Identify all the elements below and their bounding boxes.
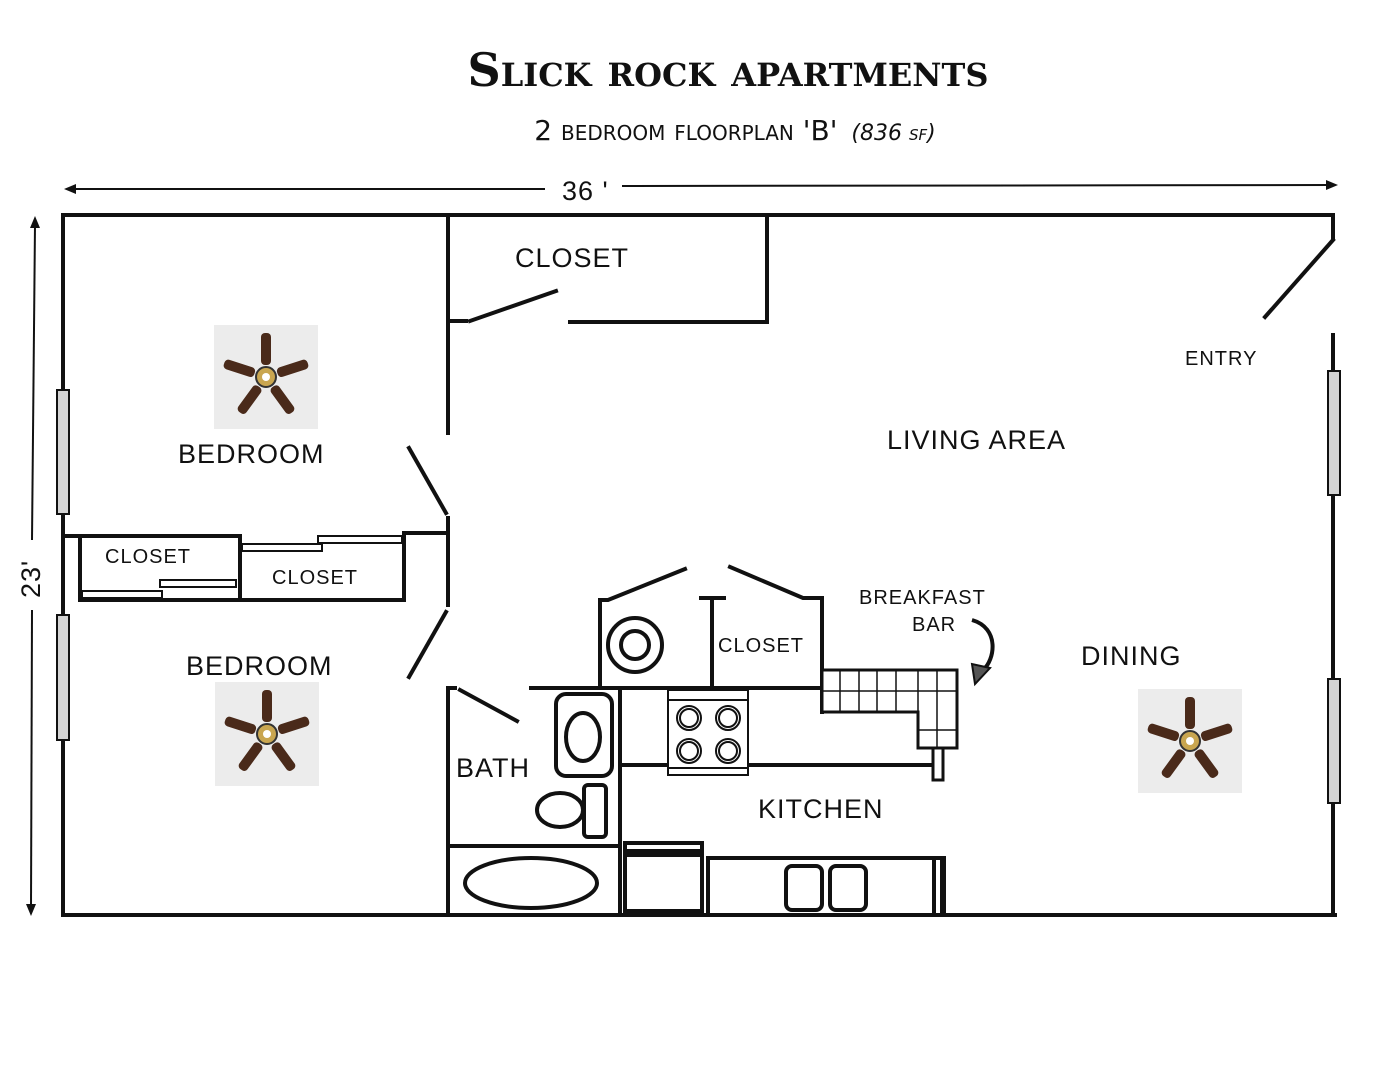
room-label-bedroom-1: BEDROOM [178, 439, 325, 469]
refrigerator-icon [623, 841, 704, 913]
mid-closet [598, 564, 824, 714]
toilet-icon [535, 791, 585, 829]
windows [56, 370, 1341, 804]
kitchen-sink-icon [784, 864, 824, 912]
water-heater-icon [606, 616, 664, 674]
width-label: 36 ' [562, 176, 609, 206]
kitchen [618, 668, 959, 917]
kitchen-counter [706, 856, 944, 917]
room-label-kitchen: KITCHEN [758, 794, 884, 824]
room-label-breakfast: BREAKFAST [859, 587, 986, 609]
bathtub-icon [463, 856, 599, 910]
height-dimension: 23' [16, 216, 46, 916]
bedroom-closets [61, 531, 450, 602]
room-label-closet-top: CLOSET [515, 243, 629, 273]
width-dimension: 36 ' [64, 176, 1338, 206]
vanity [554, 692, 614, 778]
room-label-bedroom-2: BEDROOM [186, 651, 333, 681]
subtitle-text: 2 bedroom floorplan 'B' [534, 114, 837, 147]
curved-arrow-icon [970, 618, 995, 687]
ceiling-fan-icon [214, 681, 320, 787]
breakfast-bar [820, 668, 959, 782]
page-subtitle: 2 bedroom floorplan 'B' (836 sf) [534, 114, 935, 147]
sink-icon [564, 711, 602, 763]
top-closet-walls [446, 213, 769, 435]
room-label-closet-left-2: CLOSET [272, 567, 358, 589]
page-title: Slick rock apartments [468, 43, 989, 97]
bedroom-doors [406, 445, 450, 680]
entry-door [1262, 237, 1336, 320]
stove-icon [667, 689, 749, 776]
room-label-living-area: LIVING AREA [887, 425, 1066, 455]
room-label-entry: ENTRY [1185, 348, 1257, 370]
bath [446, 686, 824, 917]
area-text: (836 sf) [851, 121, 935, 146]
room-label-closet-left-1: CLOSET [105, 546, 191, 568]
room-label-closet-mid: CLOSET [718, 635, 804, 657]
room-label-bar: BAR [912, 614, 956, 636]
room-label-bath: BATH [456, 753, 530, 783]
height-label: 23' [16, 560, 46, 598]
ceiling-fan-icon [1137, 688, 1243, 794]
room-label-dining: DINING [1081, 641, 1182, 671]
ceiling-fan-icon [213, 324, 319, 430]
